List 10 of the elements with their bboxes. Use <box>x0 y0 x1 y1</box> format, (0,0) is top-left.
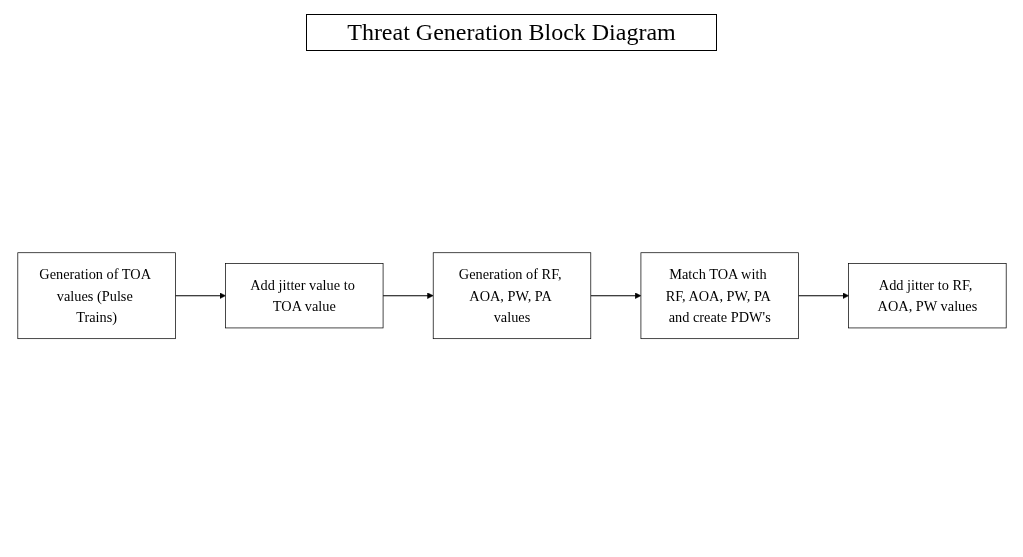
title: Threat Generation Block Diagram <box>306 14 717 51</box>
node-box: Generation of TOA values (Pulse Trains) <box>16 252 176 340</box>
arrow <box>382 292 433 300</box>
arrow <box>797 292 849 300</box>
node-box: Match TOA with RF, AOA, PW, PA and create PDW's <box>640 252 799 340</box>
node-box: Generation of RF, AOA, PW, PA values <box>432 252 591 340</box>
node-box: Add jitter to RF, AOA, PW values <box>847 263 1007 329</box>
arrow <box>174 292 226 300</box>
node-box: Add jitter value to TOA value <box>224 263 383 329</box>
arrow <box>589 292 641 300</box>
